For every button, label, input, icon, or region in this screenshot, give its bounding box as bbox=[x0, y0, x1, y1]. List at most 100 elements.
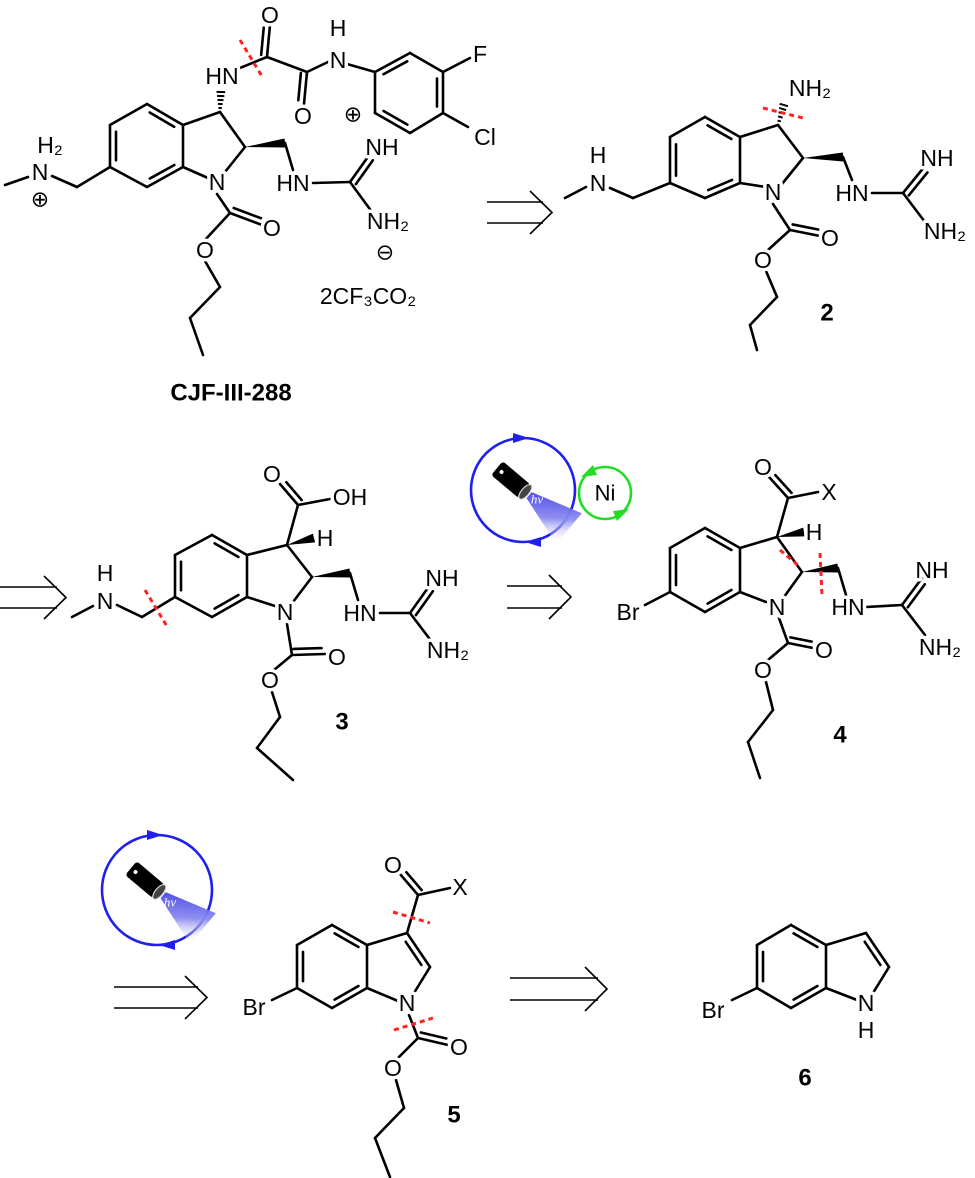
atom: Br bbox=[617, 599, 640, 625]
atom: O bbox=[821, 225, 839, 251]
atom: H bbox=[590, 142, 607, 168]
wedge-bond bbox=[777, 527, 805, 537]
bond bbox=[404, 940, 423, 967]
atom: N bbox=[277, 599, 294, 625]
bond bbox=[213, 542, 240, 559]
atom: O bbox=[754, 657, 772, 683]
bond bbox=[441, 111, 470, 129]
bond bbox=[265, 23, 272, 59]
bond bbox=[285, 480, 303, 502]
bond bbox=[270, 690, 282, 719]
bond bbox=[755, 923, 793, 947]
atom: O bbox=[263, 461, 281, 487]
counterion: 2CF₃CO₂ bbox=[320, 283, 416, 309]
bond bbox=[181, 110, 222, 127]
bond bbox=[405, 931, 432, 969]
bond bbox=[333, 932, 360, 949]
bond bbox=[871, 965, 891, 995]
cycle-arrowhead bbox=[613, 509, 629, 521]
atom: Cl bbox=[474, 124, 496, 150]
bond bbox=[789, 923, 828, 947]
bond bbox=[265, 55, 309, 74]
atom: O bbox=[294, 103, 312, 129]
retrosynthesis-arrow-icon bbox=[507, 574, 573, 620]
compound-4: O X H N Br HN NH NH₂ O O 4 bbox=[613, 451, 965, 749]
bond bbox=[789, 636, 813, 643]
bond bbox=[270, 986, 299, 1002]
bond bbox=[272, 653, 294, 672]
catalyst-icons bbox=[100, 433, 633, 950]
atom: HN bbox=[205, 63, 238, 89]
atom: N bbox=[330, 47, 347, 73]
bond bbox=[373, 111, 412, 135]
bond bbox=[173, 533, 214, 557]
bond bbox=[333, 984, 360, 1001]
bond bbox=[788, 228, 822, 238]
atom: O bbox=[263, 215, 281, 241]
compound-cjf-iii-288: O H N F Cl HN O N HN NH NH₂ O O N H₂ ⊕ ⊕… bbox=[28, 0, 499, 407]
bond bbox=[791, 223, 820, 231]
bond bbox=[767, 475, 790, 500]
cycle-arrowhead bbox=[159, 940, 175, 950]
compound-6: Br N H 6 bbox=[698, 987, 878, 1092]
bond bbox=[348, 152, 372, 184]
flashlight-button bbox=[133, 870, 138, 875]
wedge-bond bbox=[312, 568, 351, 578]
photoredox-cycle-icon bbox=[469, 433, 582, 547]
bond bbox=[70, 604, 95, 619]
arrow-head bbox=[548, 574, 573, 620]
bond bbox=[864, 603, 904, 609]
flashlight-icon bbox=[126, 862, 216, 944]
disconnection-mark bbox=[818, 552, 824, 596]
atom: H bbox=[858, 1017, 875, 1043]
bond bbox=[394, 1078, 406, 1110]
bond bbox=[210, 533, 249, 557]
bond bbox=[824, 931, 868, 947]
compound-label: 5 bbox=[447, 1102, 460, 1129]
bond bbox=[824, 986, 859, 1002]
bond bbox=[295, 986, 334, 1010]
bond bbox=[643, 590, 672, 607]
bond bbox=[706, 124, 733, 141]
bond bbox=[145, 165, 185, 189]
bond bbox=[365, 986, 400, 1003]
bond bbox=[210, 595, 249, 619]
bond bbox=[75, 165, 112, 189]
flashlight-icon bbox=[492, 462, 582, 544]
bond bbox=[213, 593, 240, 610]
atom: H bbox=[317, 525, 334, 551]
retrosynthesis-arrow-icon bbox=[114, 975, 209, 1020]
bond bbox=[775, 535, 804, 574]
retrosynthesis-arrow-icon bbox=[510, 966, 609, 1012]
atom: O bbox=[384, 852, 402, 878]
bond bbox=[703, 590, 742, 614]
bond bbox=[382, 60, 409, 76]
bond bbox=[706, 178, 734, 192]
bond bbox=[245, 543, 289, 557]
bond bbox=[780, 156, 805, 186]
bond bbox=[373, 1106, 406, 1140]
bond bbox=[414, 589, 435, 617]
bond bbox=[330, 923, 369, 947]
bond bbox=[706, 588, 733, 605]
bond bbox=[836, 566, 848, 597]
bond bbox=[233, 55, 269, 72]
cycle-arrowhead bbox=[581, 465, 597, 477]
bond bbox=[255, 746, 295, 782]
bond bbox=[748, 323, 759, 352]
atom: N bbox=[399, 990, 416, 1016]
bond bbox=[792, 932, 819, 949]
bond bbox=[203, 259, 222, 289]
atom: H bbox=[806, 519, 823, 545]
bond bbox=[302, 70, 309, 106]
light-label: hv bbox=[164, 895, 177, 910]
flashlight-button bbox=[499, 470, 504, 475]
bond bbox=[668, 181, 707, 200]
atom: O bbox=[754, 247, 772, 273]
bond bbox=[408, 611, 434, 644]
arrow-head bbox=[584, 966, 609, 1012]
bond bbox=[373, 51, 412, 74]
bond bbox=[283, 141, 295, 172]
arrow-head bbox=[43, 575, 68, 620]
bond bbox=[906, 582, 927, 609]
